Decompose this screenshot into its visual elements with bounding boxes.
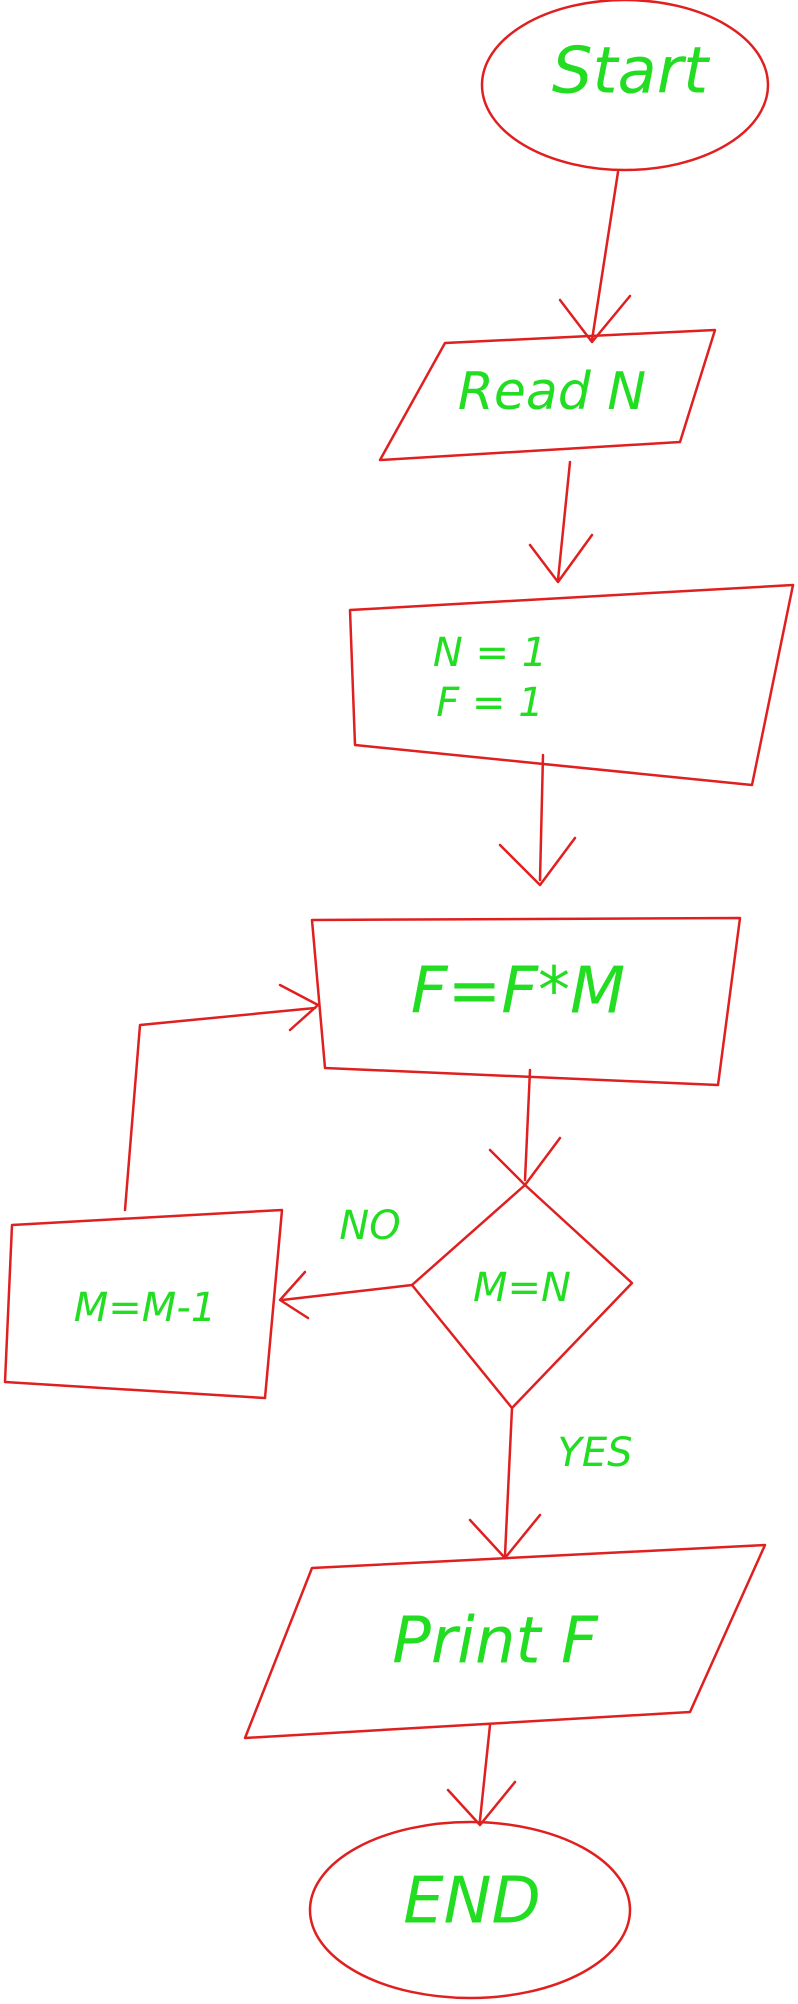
read-label: Read N — [458, 362, 646, 422]
arrowhead-loop — [278, 983, 320, 1032]
arrow-yes-branch — [503, 1406, 514, 1557]
arrow-read-to-init — [556, 460, 572, 582]
process-label: F=F*M — [411, 955, 625, 1029]
decision-label: M=N — [473, 1265, 571, 1311]
print-label: Print F — [392, 1605, 599, 1679]
arrowhead-read — [558, 294, 632, 344]
arrow-init-to-process — [538, 753, 545, 882]
yes-label: YES — [557, 1430, 632, 1476]
arrow-no-branch — [280, 1283, 414, 1302]
arrow-start-to-read — [590, 170, 620, 342]
init-label-line1: N = 1 — [433, 630, 547, 676]
multiply-process-box — [310, 916, 742, 1087]
arrow-print-to-end — [478, 1723, 492, 1822]
init-process-box — [348, 583, 795, 787]
decrement-label: M=M-1 — [74, 1285, 216, 1331]
init-label-line2: F = 1 — [436, 680, 543, 726]
start-terminal — [480, 0, 770, 172]
arrow-process-to-decision — [523, 1068, 532, 1182]
end-terminal — [308, 1820, 632, 2000]
print-output-box — [243, 1543, 767, 1740]
start-label: Start — [552, 35, 711, 109]
arrow-loop-back — [123, 1006, 317, 1212]
decrement-process-box — [3, 1208, 284, 1400]
arrowhead-end — [446, 1780, 517, 1827]
no-label: NO — [339, 1203, 400, 1249]
arrowhead-decrement — [278, 1270, 310, 1320]
read-input-box — [378, 328, 717, 462]
arrowhead-process — [498, 836, 577, 887]
end-label: END — [403, 1865, 541, 1939]
arrowhead-init — [528, 533, 594, 584]
